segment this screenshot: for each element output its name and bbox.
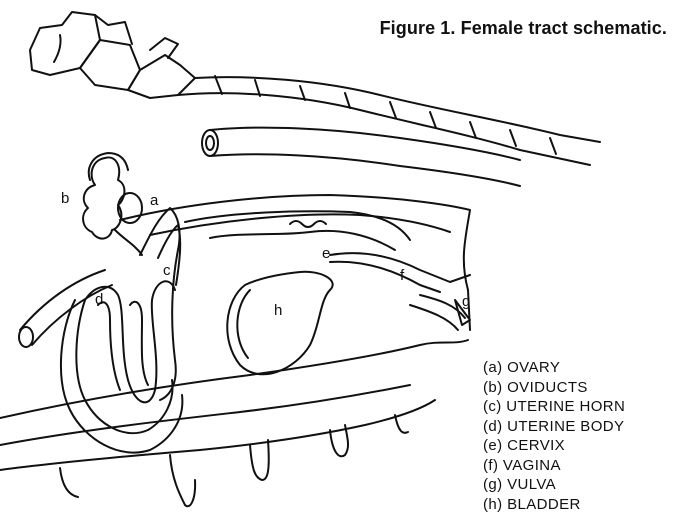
label-f: f [400, 267, 405, 284]
part-labels: b a c d e f g h [61, 190, 470, 319]
label-e: e [322, 245, 330, 262]
label-c: c [163, 262, 171, 279]
legend-item-cervix: (e) CERVIX [483, 436, 625, 456]
uterine-horn [140, 208, 180, 400]
legend-item-vulva: (g) VULVA [483, 475, 625, 495]
legend-item-uterine-horn: (c) UTERINE HORN [483, 397, 625, 417]
legend-item-vagina: (f) VAGINA [483, 456, 625, 476]
label-g: g [462, 293, 470, 310]
legend-item-bladder: (h) BLADDER [483, 495, 625, 515]
oviduct-end [19, 270, 112, 347]
legend-item-uterine-body: (d) UTERINE BODY [483, 417, 625, 437]
cervix-region [185, 211, 410, 250]
body-wall [0, 340, 468, 506]
vulva [410, 290, 470, 330]
ovary [83, 153, 142, 255]
vertebral-column [178, 76, 600, 165]
label-b: b [61, 190, 69, 207]
label-d: d [95, 291, 103, 308]
label-a: a [150, 192, 159, 209]
vertebrae [30, 12, 195, 98]
bladder [227, 272, 332, 375]
label-h: h [274, 302, 282, 319]
legend: (a) OVARY (b) OVIDUCTS (c) UTERINE HORN … [483, 358, 625, 514]
legend-item-ovary: (a) OVARY [483, 358, 625, 378]
legend-item-oviducts: (b) OVIDUCTS [483, 378, 625, 398]
